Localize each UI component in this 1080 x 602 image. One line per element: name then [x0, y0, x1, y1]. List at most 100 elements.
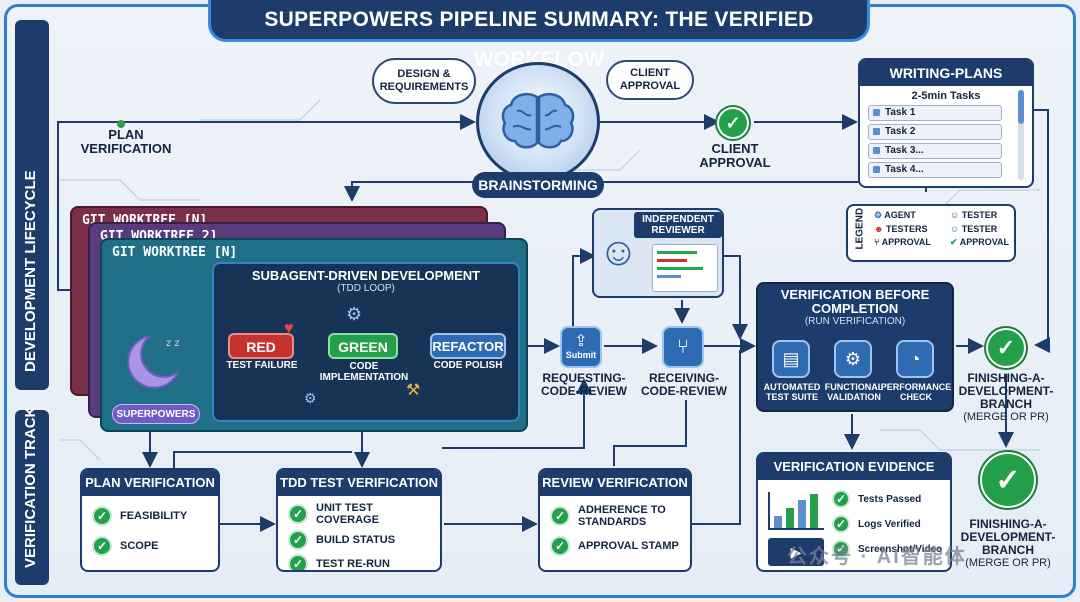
submit-button[interactable]: ⇪ Submit [560, 326, 602, 368]
writing-plans-title: WRITING-PLANS [860, 60, 1032, 86]
plan-verification-title: PLAN VERIFICATION [82, 470, 218, 496]
task-item[interactable]: Task 3... [868, 143, 1002, 159]
legend-approval-2: ✔ APPROVAL [950, 237, 1010, 247]
branch-icon: ⑂ [874, 237, 880, 247]
requesting-label: REQUESTING- CODE-REVIEW [540, 371, 627, 398]
task-scrollbar-thumb[interactable] [1018, 90, 1024, 124]
client-approval-cloud: CLIENT APPROVAL [606, 60, 694, 100]
writing-plans-subtitle: 2-5min Tasks [911, 90, 981, 102]
bar-chart-icon [768, 492, 824, 530]
logs-verified-row: ✓Logs Verified [832, 515, 942, 533]
client-approval-cloud-text: CLIENT APPROVAL [619, 67, 681, 92]
plan-verification-card: PLAN VERIFICATION ✓FEASIBILITY ✓SCOPE [80, 468, 220, 572]
lifecycle-band [15, 20, 49, 390]
functional-validation-label: FUNCTIONAL VALIDATION [824, 382, 884, 402]
task-item[interactable]: Task 2 [868, 124, 1002, 140]
tester-person-icon: ☺ [950, 224, 960, 234]
code-screen-icon [652, 244, 718, 292]
page-title: SUPERPOWERS PIPELINE SUMMARY: THE VERIFI… [208, 0, 870, 71]
refactor-step[interactable]: REFACTOR [430, 333, 506, 359]
upload-icon: ⇪ [574, 333, 588, 350]
check-icon: ✓ [288, 530, 308, 550]
scope-row: ✓SCOPE [92, 536, 208, 556]
subagent-title: SUBAGENT-DRIVEN DEVELOPMENT [251, 268, 481, 283]
green-caption: CODE IMPLEMENTATION [319, 361, 409, 383]
check-icon: ✓ [288, 504, 308, 524]
client-approval-check-icon: ✓ [717, 107, 749, 139]
task-scrollbar[interactable] [1018, 90, 1024, 180]
review-verification-title: REVIEW VERIFICATION [540, 470, 690, 496]
evidence-list: ✓Tests Passed ✓Logs Verified ✓Screenshot… [832, 490, 942, 558]
crescent-moon-icon: z z [127, 335, 180, 389]
feasibility-row: ✓FEASIBILITY [92, 506, 208, 526]
plan-verification-top-label: PLAN VERIFICATION [80, 127, 172, 156]
legend-title: LEGEND [854, 207, 866, 250]
check-icon: ✓ [92, 536, 112, 556]
receiving-button[interactable]: ⑂ [662, 326, 704, 368]
check-icon: ✓ [832, 490, 850, 508]
verification-track-label: VERIFICATION TRACK [22, 406, 39, 568]
reviewer-person-icon: ☺ [598, 230, 639, 274]
worktree-front-label: GIT WORKTREE [N] [112, 245, 238, 260]
moon-icon: z z [120, 330, 188, 394]
tdd-verification-card: TDD TEST VERIFICATION ✓UNIT TEST COVERAG… [276, 468, 442, 572]
legend-grid: ⚙ AGENT ☺ TESTER ☻ TESTERS ☺ TESTER ⑂ AP… [874, 210, 1014, 248]
task-item[interactable]: Task 4... [868, 162, 1002, 178]
verification-track-band [15, 410, 49, 585]
subagent-subtitle: (TDD LOOP) [337, 283, 395, 294]
lifecycle-label: DEVELOPMENT LIFECYCLE [22, 170, 39, 372]
review-verification-list: ✓ADHERENCE TO STANDARDS ✓APPROVAL STAMP [540, 496, 690, 564]
tester-icon: ☺ [950, 210, 960, 220]
broken-heart-icon: ♥ [284, 320, 294, 337]
check-icon: ✓ [92, 506, 112, 526]
finishing-bottom-check-icon: ✓ [980, 452, 1036, 508]
check-icon: ✔ [950, 237, 958, 247]
agent-icon: ⚙ [874, 210, 883, 220]
superpowers-badge: SUPERPOWERS [112, 404, 200, 424]
svg-text:z z: z z [166, 338, 180, 349]
finishing-top-sub: (MERGE OR PR) [963, 411, 1049, 423]
reviewer-label: INDEPENDENT REVIEWER [634, 212, 722, 238]
performance-check-icon[interactable]: ◔ [896, 340, 934, 378]
plan-verification-dot [117, 120, 125, 128]
legend-approval: ⑂ APPROVAL [874, 237, 931, 247]
robot-icon: ⚙ [346, 304, 363, 324]
watermark: 公众号 · AI智能体 [787, 546, 967, 568]
automated-test-label: AUTOMATED TEST SUITE [763, 382, 821, 402]
legend-tester-2: ☺ TESTER [950, 224, 998, 234]
review-verification-card: REVIEW VERIFICATION ✓ADHERENCE TO STANDA… [538, 468, 692, 572]
legend-tester: ☺ TESTER [950, 210, 998, 220]
testers-icon: ☻ [874, 224, 884, 234]
legend-testers: ☻ TESTERS [874, 224, 928, 234]
independent-reviewer-card: INDEPENDENT REVIEWER ☺ [592, 208, 724, 298]
finishing-top-label: FINISHING-A- DEVELOPMENT- BRANCH [958, 371, 1054, 411]
verification-before-subtitle: (RUN VERIFICATION) [804, 316, 906, 327]
refactor-caption: CODE POLISH [433, 360, 503, 371]
unit-test-row: ✓UNIT TEST COVERAGE [288, 502, 430, 526]
brain-shape-icon [501, 93, 575, 149]
functional-validation-icon[interactable]: ⚙ [834, 340, 872, 378]
finishing-top-check-icon: ✓ [986, 328, 1026, 368]
adherence-row: ✓ADHERENCE TO STANDARDS [550, 504, 680, 528]
automated-test-icon[interactable]: ▤ [772, 340, 810, 378]
approval-stamp-row: ✓APPROVAL STAMP [550, 536, 680, 556]
brainstorming-label: BRAINSTORMING [472, 172, 604, 198]
task-list: Task 1 Task 2 Task 3... Task 4... [860, 105, 1032, 178]
merge-icon: ⑂ [677, 335, 689, 358]
robot-hammer-icon: ⚒ [406, 382, 421, 399]
tests-passed-row: ✓Tests Passed [832, 490, 942, 508]
submit-label: Submit [565, 350, 597, 360]
verification-evidence-title: VERIFICATION EVIDENCE [758, 454, 950, 480]
brain-icon [476, 62, 600, 182]
red-step[interactable]: RED [228, 333, 294, 359]
check-icon: ✓ [550, 536, 570, 556]
verification-evidence-card: VERIFICATION EVIDENCE ▶ ✓Tests Passed ✓L… [756, 452, 952, 572]
check-icon: ✓ [832, 540, 850, 558]
green-step[interactable]: GREEN [328, 333, 398, 359]
client-approval-label: CLIENT APPROVAL [699, 141, 771, 170]
task-item[interactable]: Task 1 [868, 105, 1002, 121]
design-requirements-cloud: DESIGN & REQUIREMENTS [372, 58, 476, 104]
finishing-bottom-sub: (MERGE OR PR) [965, 557, 1051, 569]
performance-check-label: PERFORMANCE CHECK [880, 382, 952, 402]
red-caption: TEST FAILURE [226, 360, 298, 371]
